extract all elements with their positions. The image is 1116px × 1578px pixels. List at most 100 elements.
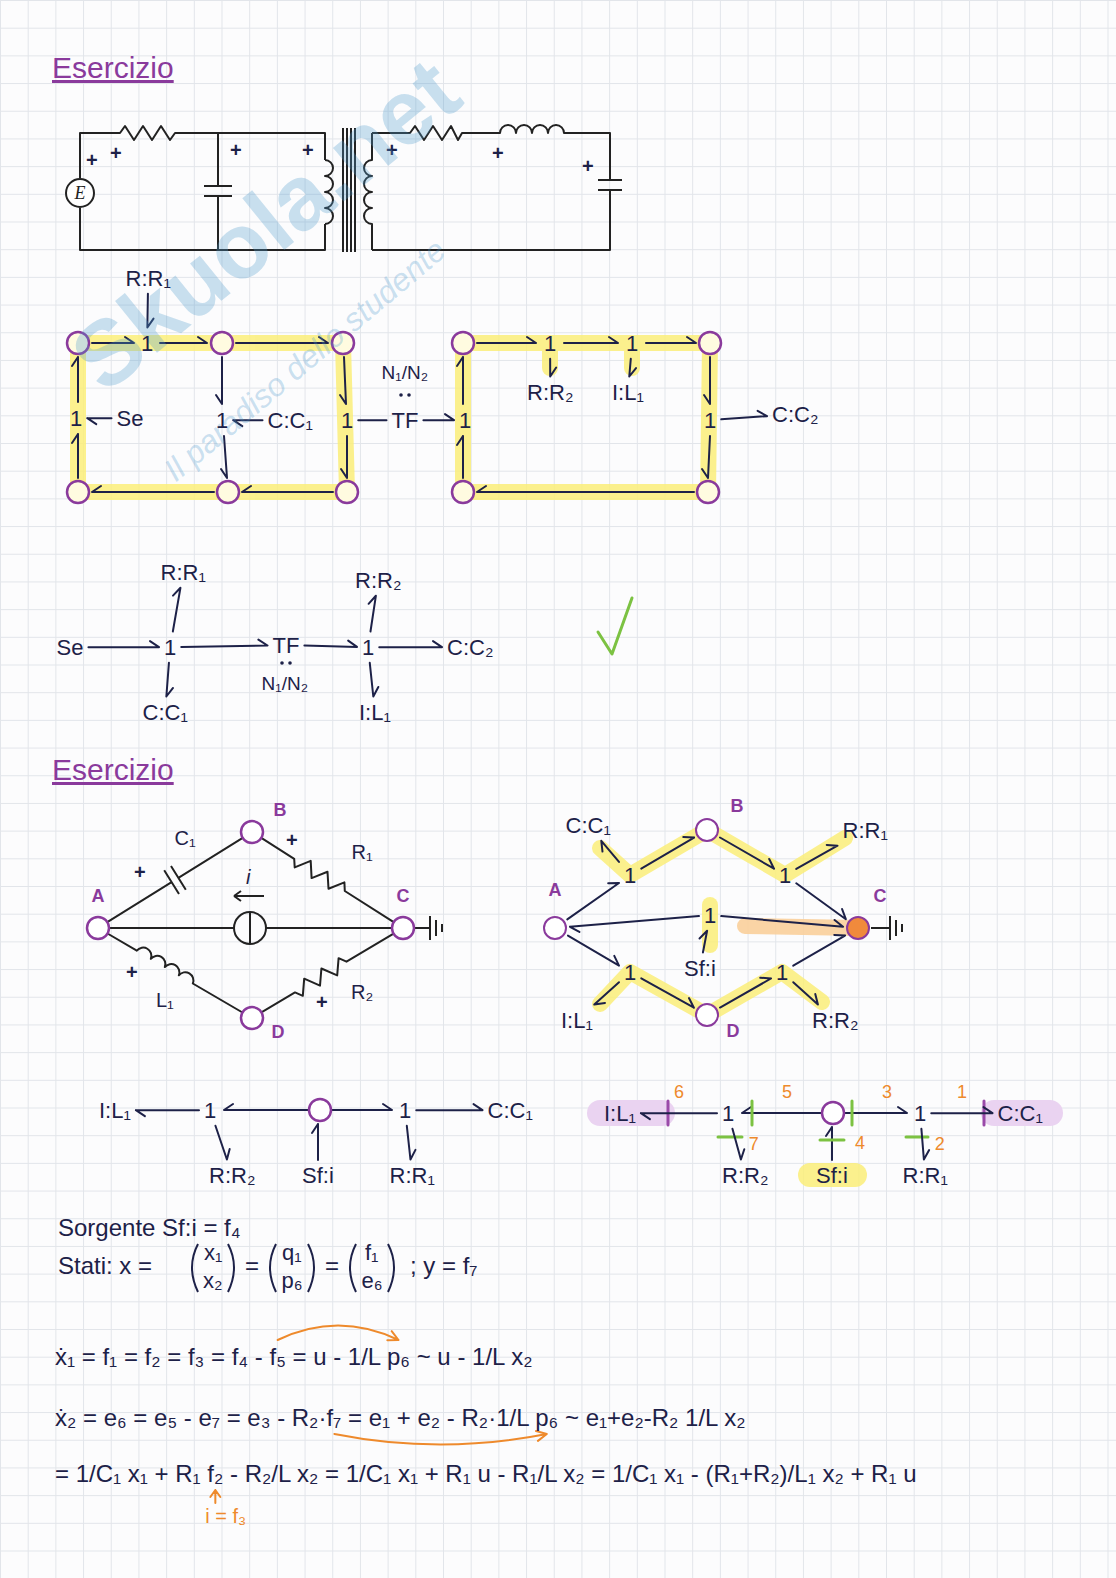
bond-element: 1 xyxy=(702,408,718,433)
equation: ẋ₂ = e₆ = e₅ - e₇ = e₃ - R₂·f₇ = e₁ + e₂… xyxy=(55,1404,746,1432)
element-label: R:R₂ xyxy=(812,1008,858,1033)
bond xyxy=(87,418,111,424)
element-label: 1 xyxy=(776,960,788,985)
polarity-mark: + xyxy=(134,861,146,884)
highlight xyxy=(600,830,845,875)
graph-node: A xyxy=(543,916,567,940)
bond xyxy=(845,1107,907,1113)
component-name: L₁ xyxy=(156,989,174,1012)
vector-entry: e₆ xyxy=(362,1268,383,1293)
bond xyxy=(457,357,463,404)
polarity-mark: + xyxy=(492,142,504,165)
bond xyxy=(567,883,619,919)
modulus-dots xyxy=(407,393,411,397)
vector-bracket xyxy=(228,1244,234,1292)
element-label: R:R₂ xyxy=(722,1163,768,1188)
component-name: R₂ xyxy=(351,981,373,1004)
junction-circle xyxy=(452,332,474,354)
bond xyxy=(215,1126,229,1160)
element-label: Sf:i xyxy=(816,1163,848,1188)
element-label: 1 xyxy=(626,331,638,356)
bond xyxy=(88,641,159,647)
element-label: R:R₁ xyxy=(161,560,206,585)
bond-element: 1 xyxy=(457,408,473,433)
element-label: C:C₁ xyxy=(488,1098,533,1123)
node-letter: A xyxy=(549,880,562,901)
bond xyxy=(704,357,710,404)
bond-element: Sf:i xyxy=(300,1163,336,1188)
annotation-arrow xyxy=(278,1326,399,1341)
bond xyxy=(931,1107,992,1113)
equation: Stati: x = xyxy=(58,1252,152,1280)
exercise-heading: Esercizio xyxy=(52,51,174,86)
bond-element: 1 xyxy=(622,863,638,888)
bond-number: 1 xyxy=(957,1082,967,1103)
element-label: 1 xyxy=(459,408,471,433)
graph-node: D xyxy=(695,1003,719,1027)
bond-element: Se xyxy=(115,406,146,431)
equation: = 1/C₁ x₁ + R₁ f₂ - R₂/L x₂ = 1/C₁ x₁ + … xyxy=(55,1460,917,1488)
equation: Sorgente Sf:i = f₄ xyxy=(58,1214,241,1242)
ground-symbol xyxy=(871,916,902,940)
watermark: Skuola.net xyxy=(51,37,479,412)
causal-stroke xyxy=(751,1101,754,1125)
highlight xyxy=(600,1100,1050,1126)
circuit-node xyxy=(241,1007,263,1029)
polarity-mark: + xyxy=(86,149,98,172)
element-label: 1 xyxy=(704,408,716,433)
node-letter: D xyxy=(727,1021,740,1042)
bond-element: Se xyxy=(55,635,86,660)
bond-element: R:R₁ xyxy=(388,1163,437,1188)
bond-element: 1 xyxy=(214,408,230,433)
bond xyxy=(181,640,267,647)
highlight xyxy=(463,343,710,492)
element-label: R:R₂ xyxy=(355,568,401,593)
junction-circle xyxy=(309,1099,844,1124)
element-label: TF xyxy=(392,408,419,433)
junction-circle xyxy=(699,332,721,354)
bond xyxy=(312,1124,318,1160)
element-label: Se xyxy=(57,635,84,660)
polarity-mark: + xyxy=(230,139,242,162)
bond-element: R:R₁ xyxy=(159,560,208,585)
bond-element: C:C₂ xyxy=(770,402,820,427)
bond xyxy=(173,588,181,632)
bond xyxy=(304,641,357,647)
bond xyxy=(700,931,708,953)
element-label: 1 xyxy=(204,1098,216,1123)
element-label: I:L₁ xyxy=(612,380,644,405)
bond xyxy=(550,359,556,377)
bond xyxy=(92,486,214,492)
element-label: 1 xyxy=(164,635,176,660)
bond-element: 1 xyxy=(139,331,155,356)
graph-node: C xyxy=(846,916,870,940)
bond xyxy=(641,837,694,869)
polarity-mark: + xyxy=(286,829,298,852)
node-letter: D xyxy=(272,1022,285,1043)
bond-element: I:L₁ xyxy=(610,380,646,405)
element-label: E xyxy=(75,183,86,204)
bond xyxy=(564,337,618,343)
element-label: R:R₁ xyxy=(126,266,171,291)
bond xyxy=(570,916,699,932)
bond-element: I:L₁ xyxy=(97,1098,133,1123)
element-label: Se xyxy=(117,406,144,431)
element-label: Sf:i xyxy=(302,1163,334,1188)
bond xyxy=(826,1127,832,1160)
bond-element: C:C₁ xyxy=(996,1101,1045,1126)
bond-element: 1 xyxy=(702,903,718,928)
bond-element: 1 xyxy=(777,863,793,888)
vector-entry: x₁ xyxy=(204,1240,222,1265)
bond-element: R:R₂ xyxy=(353,568,403,593)
bond-number: 6 xyxy=(674,1082,684,1103)
element-label: 1 xyxy=(914,1101,926,1126)
bond-element: 1 xyxy=(339,408,355,433)
polarity-mark: + xyxy=(110,142,122,165)
element-label: R:R₁ xyxy=(903,1163,948,1188)
modulus-dots xyxy=(280,661,284,665)
element-label: 1 xyxy=(216,408,228,433)
vector-bracket xyxy=(388,1244,394,1292)
bond-element: R:R₂ xyxy=(525,380,575,405)
bond xyxy=(72,357,78,402)
annotation-arrow xyxy=(334,1431,546,1444)
